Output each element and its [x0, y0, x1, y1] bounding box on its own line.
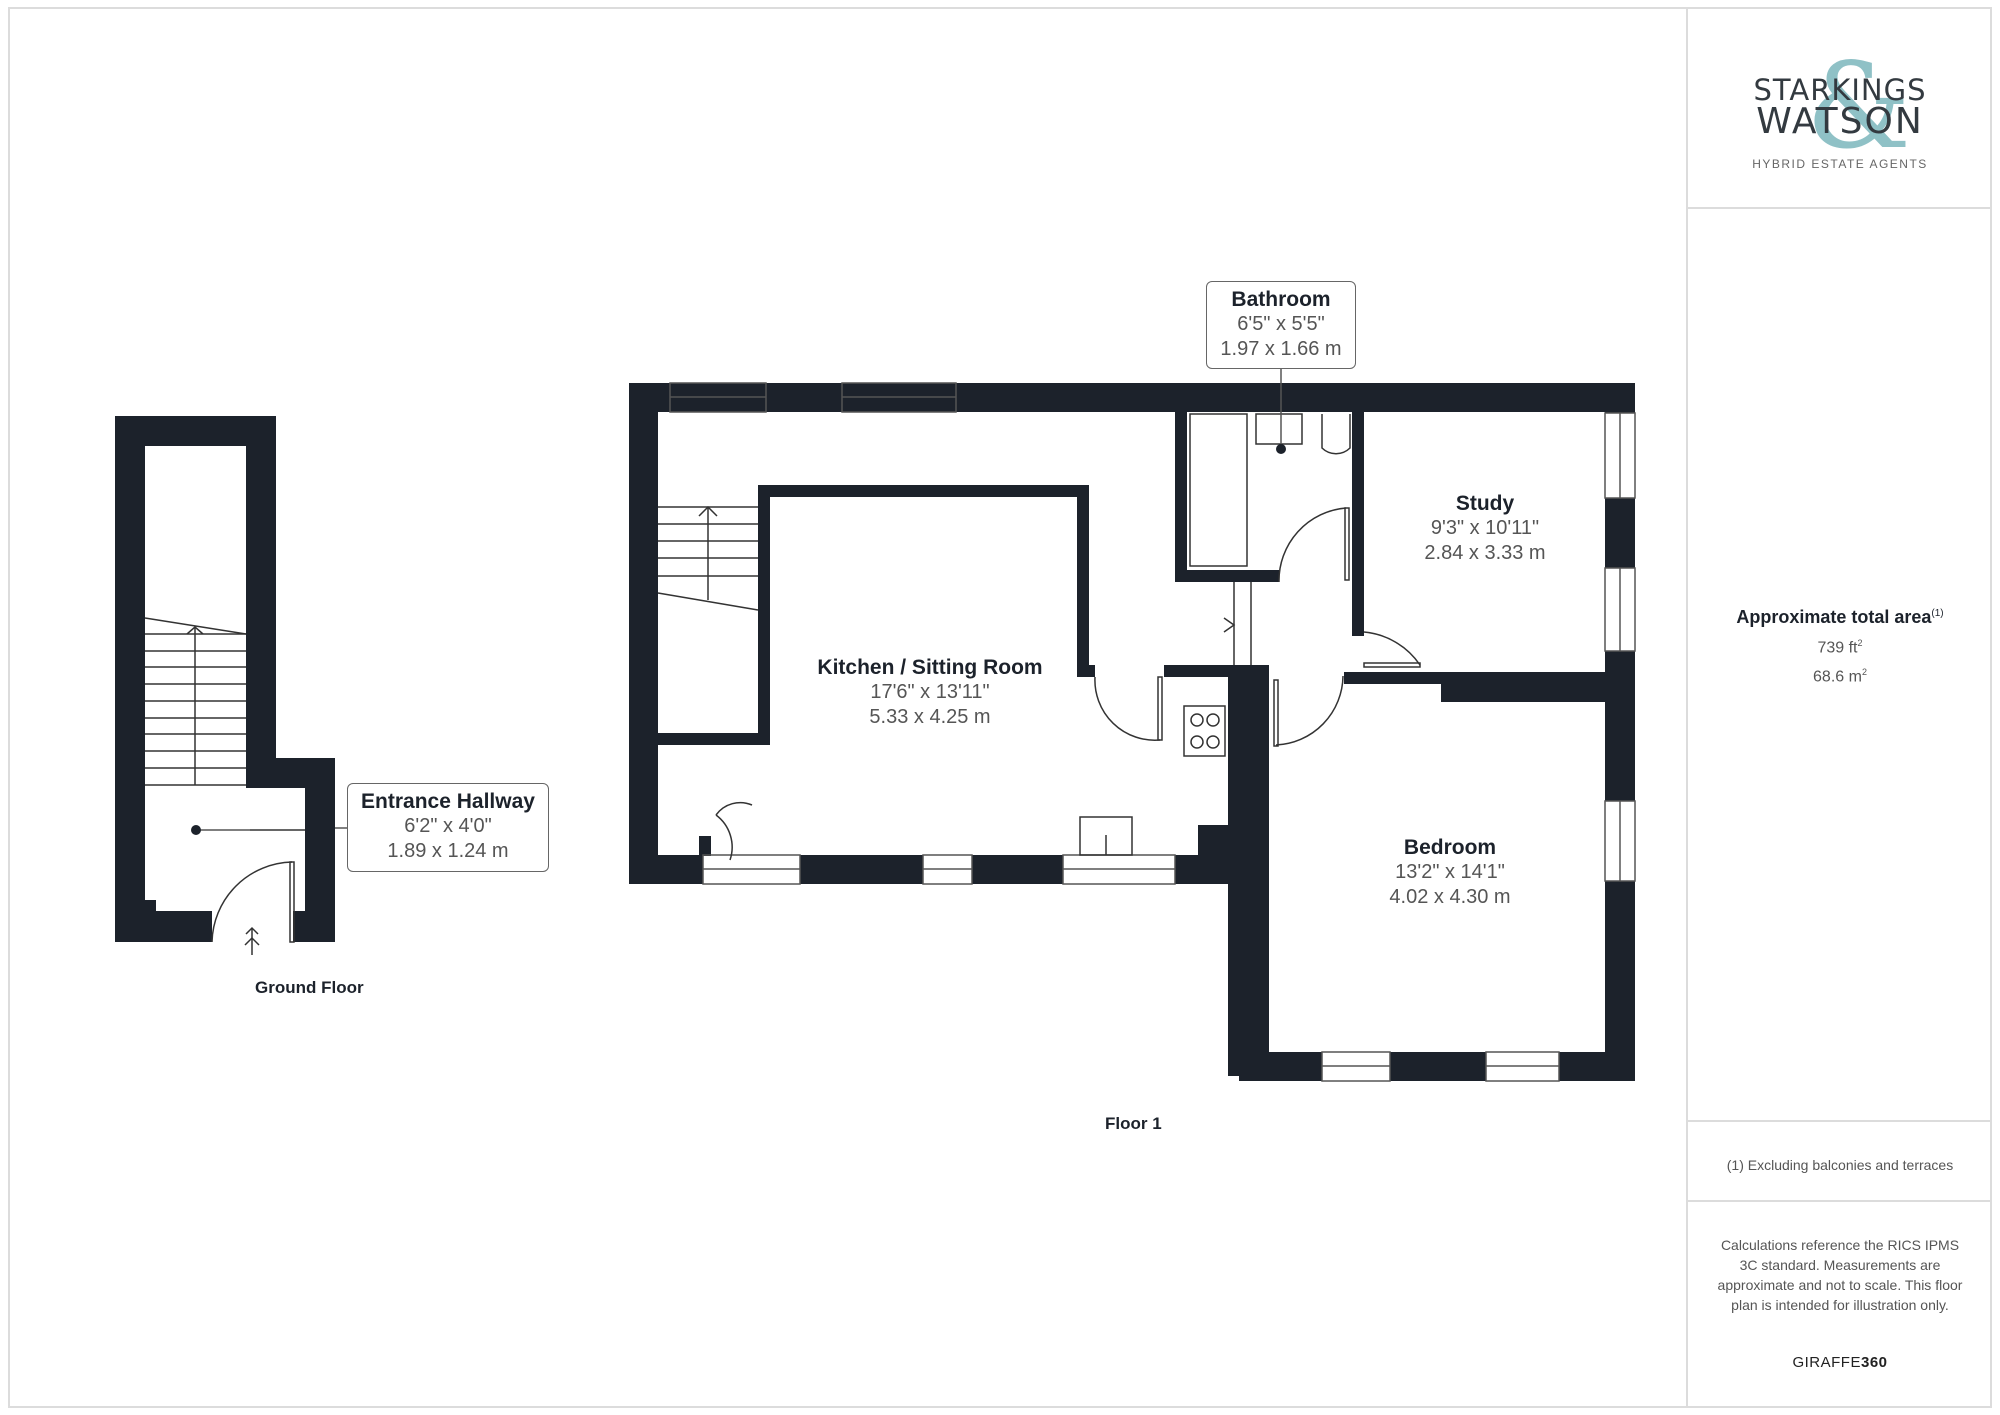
page-frame: [8, 7, 1992, 1408]
area-metric-sup: 2: [1861, 667, 1867, 678]
room-name: Entrance Hallway: [361, 790, 535, 813]
room-dimensions-imperial: 6'5" x 5'5": [1237, 313, 1325, 335]
area-imperial-sup: 2: [1857, 638, 1863, 648]
divider: [1688, 1120, 1992, 1122]
footnote-marker: (1): [1931, 608, 1944, 619]
brand-name-line-2: WATSON: [1756, 101, 1924, 142]
room-dimensions-metric: 4.02 x 4.30 m: [1389, 886, 1511, 908]
area-metric: 68.6 m: [1813, 668, 1862, 686]
info-panel: & STARKINGS WATSON HYBRID ESTATE AGENTS …: [1686, 7, 1992, 1408]
room-dimensions-metric: 5.33 x 4.25 m: [869, 706, 991, 728]
room-label-study: Study 9'3" x 10'11" 2.84 x 3.33 m: [1385, 492, 1585, 566]
brand-logo: & STARKINGS WATSON HYBRID ESTATE AGENTS: [1688, 7, 1992, 209]
room-dimensions-imperial: 9'3" x 10'11": [1430, 517, 1540, 539]
area-imperial: 739 ft: [1817, 639, 1858, 657]
doors: [211, 507, 1421, 955]
room-label-bedroom: Bedroom 13'2" x 14'1" 4.02 x 4.30 m: [1340, 836, 1560, 910]
ground-floor-walls: [115, 416, 335, 942]
windows: [669, 382, 1636, 1082]
credit-bold: 360: [1860, 1354, 1888, 1371]
total-area: Approximate total area(1) 739 ft2 68.6 m…: [1688, 607, 1992, 687]
room-name: Bathroom: [1231, 288, 1331, 311]
ampersand-icon: &: [1806, 37, 1912, 175]
stairs: [144, 505, 759, 786]
floor-label-floor-1: Floor 1: [1105, 1114, 1162, 1133]
room-dimensions-metric: 1.89 x 1.24 m: [387, 840, 509, 862]
room-dimensions-imperial: 17'6" x 13'11": [870, 681, 990, 703]
room-label-bathroom: Bathroom 6'5" x 5'5" 1.97 x 1.66 m: [1206, 281, 1356, 369]
brand-name-line-1: STARKINGS: [1753, 73, 1927, 107]
credit-light: GIRAFFE: [1792, 1354, 1861, 1371]
room-dimensions-imperial: 13'2" x 14'1": [1395, 861, 1505, 883]
total-area-title: Approximate total area: [1736, 607, 1932, 627]
footnote-text: (1) Excluding balconies and terraces: [1726, 1157, 1954, 1173]
room-dimensions-imperial: 6'2" x 4'0": [404, 815, 492, 837]
disclaimer-text: Calculations reference the RICS IPMS 3C …: [1717, 1237, 1963, 1313]
room-dimensions-metric: 1.97 x 1.66 m: [1220, 338, 1342, 360]
room-name: Study: [1455, 492, 1515, 515]
room-name: Bedroom: [1403, 836, 1497, 859]
room-name: Kitchen / Sitting Room: [817, 656, 1043, 679]
divider: [1688, 1200, 1992, 1202]
room-label-entrance-hallway: Entrance Hallway 6'2" x 4'0" 1.89 x 1.24…: [347, 783, 549, 872]
floor-label-ground: Ground Floor: [255, 978, 364, 997]
giraffe360-credit: GIRAFFE360: [1688, 1354, 1992, 1371]
room-dimensions-metric: 2.84 x 3.33 m: [1424, 542, 1546, 564]
brand-tagline: HYBRID ESTATE AGENTS: [1752, 157, 1928, 171]
room-label-kitchen: Kitchen / Sitting Room 17'6" x 13'11" 5.…: [780, 656, 1080, 730]
floor-1-walls: [629, 383, 1635, 1081]
